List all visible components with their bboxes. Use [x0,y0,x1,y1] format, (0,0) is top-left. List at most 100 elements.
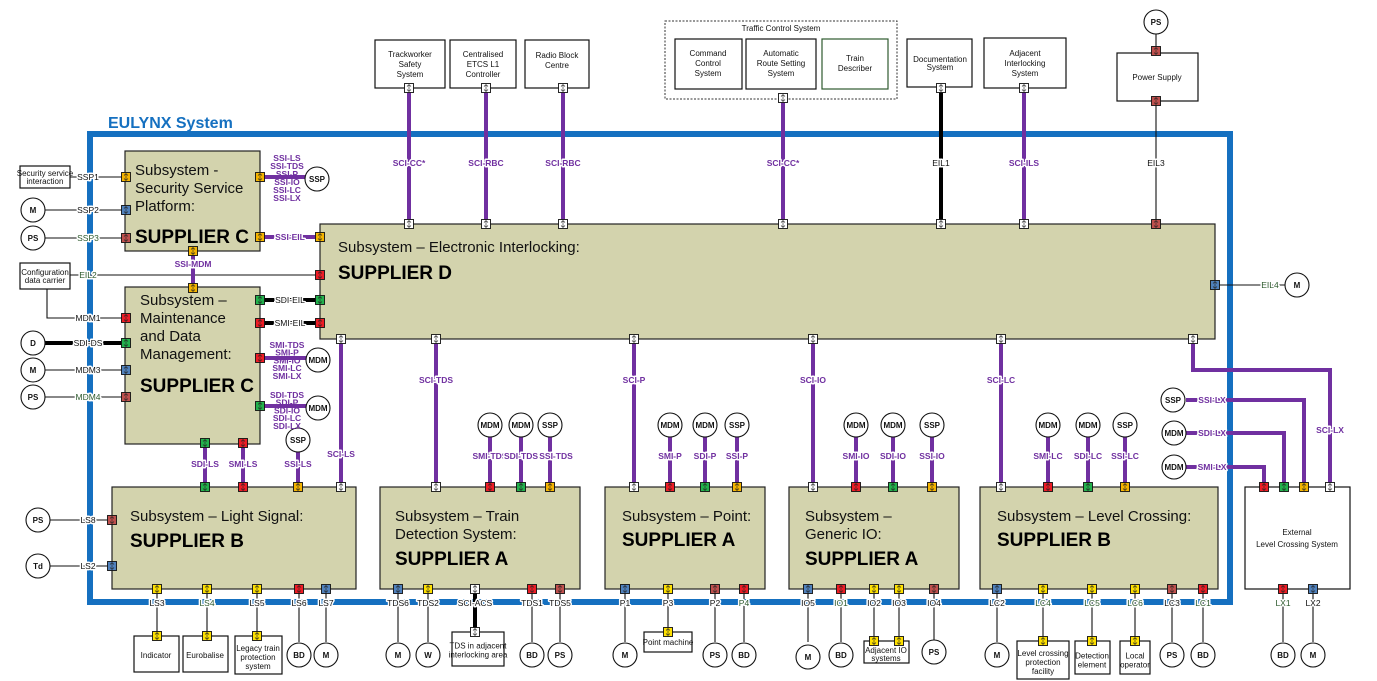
bidirectional-arrow-icon [257,402,263,410]
bidirectional-arrow-icon [741,585,747,593]
interface-label: SCI-RBC [468,158,503,168]
interface-connector [255,172,265,182]
interface-connector [255,232,265,242]
bidirectional-arrow-icon [317,271,323,279]
supplier-name: SUPPLIER C [135,227,249,248]
bidirectional-arrow-icon [712,585,718,593]
interface-connector [252,631,262,641]
interface-connector [1151,46,1161,56]
external-system-label-line: System [1012,69,1039,78]
interface-label: SDI-DS [74,338,103,348]
node-bd-circle [828,642,854,668]
train-describer [821,38,889,90]
bidirectional-arrow-icon [483,220,489,228]
interface-connector [336,482,346,492]
sci-lx-line [1191,339,1332,487]
subsystem-title: Platform: [135,198,195,215]
bidirectional-arrow-icon [317,296,323,304]
node-label: SSP [309,175,326,184]
node-label: PS [710,651,721,660]
interface-label: SSP3 [77,233,99,243]
bidirectional-arrow-icon [938,220,944,228]
external-system-label-line: Level crossing [1017,649,1068,658]
interface-label: IO1 [834,598,848,608]
interface-connector [555,584,565,594]
interface-label: SDI-LX [1198,428,1226,438]
supplier-name: SUPPLIER A [805,549,919,570]
bidirectional-arrow-icon [1085,483,1091,491]
supplier-name: SUPPLIER B [997,530,1111,551]
bidirectional-arrow-icon [202,483,208,491]
subsystem-title: Subsystem – [805,508,892,525]
external-system-label-line: interlocking area [449,651,508,660]
node-ps-circle [1159,642,1185,668]
interface-connector [470,627,480,637]
bidirectional-arrow-icon [240,439,246,447]
bidirectional-arrow-icon [487,483,493,491]
interface-connector [1019,219,1029,229]
bidirectional-arrow-icon [472,585,478,593]
node-bd-circle [731,642,757,668]
interface-connector [470,584,480,594]
interface-connector [121,233,131,243]
ssi-list-item: SSI-TDS [270,161,304,171]
interface-label: SSI-TDS [539,451,573,461]
ssi-list-item: SSI-LS [273,153,301,163]
interface-label: SSI-EIL [275,232,305,242]
bidirectional-arrow-icon [395,585,401,593]
interface-label: LC3 [1164,598,1180,608]
interface-label: P2 [710,598,721,608]
subsystem-title: Subsystem – Train [395,508,519,525]
bidirectional-arrow-icon [240,483,246,491]
bidirectional-arrow-icon [123,234,129,242]
interface-label: LS3 [149,598,164,608]
bidirectional-arrow-icon [154,585,160,593]
external-system-label-line: Security service [17,169,74,178]
interface-connector [121,172,131,182]
external-system-label-line: interaction [27,177,64,186]
interface-label: MDM1 [75,313,100,323]
bidirectional-arrow-icon [896,637,902,645]
interface-connector [121,392,131,402]
node-label: M [805,653,812,662]
interface-label: SSI-LS [284,459,312,469]
sdi-list-item: SDI-LC [273,413,301,423]
interface-label: SDI-LS [191,459,219,469]
security-service-interaction [19,165,71,189]
subsystem-level-crossing [979,486,1219,590]
external-system-label-line: Radio Block [536,51,580,60]
bidirectional-arrow-icon [890,483,896,491]
interface-connector [1167,584,1177,594]
interface-label: P1 [620,598,631,608]
bidirectional-arrow-icon [202,439,208,447]
interface-connector [1308,584,1318,594]
interface-connector [431,482,441,492]
interface-label: SSI-LC [1111,451,1139,461]
bidirectional-arrow-icon [938,84,944,92]
interface-connector [1278,584,1288,594]
external-system-label-line: Control [695,59,721,68]
bidirectional-arrow-icon [433,335,439,343]
node-m-circle [20,357,46,383]
node-label: MDM [883,421,902,430]
external-system-label-line: Command [690,49,727,58]
interface-label: SCI-RBC [545,158,580,168]
interface-connector [558,219,568,229]
node-label: SSP [924,421,941,430]
bidirectional-arrow-icon [1089,585,1095,593]
interface-connector [1279,482,1289,492]
bidirectional-arrow-icon [1327,483,1333,491]
node-label: MDM [308,404,327,413]
interface-connector [393,584,403,594]
bidirectional-arrow-icon [257,354,263,362]
external-system-label-line: Interlocking [1005,59,1046,68]
interface-connector [202,584,212,594]
node-label: M [994,651,1001,660]
bidirectional-arrow-icon [257,233,263,241]
bidirectional-arrow-icon [1301,483,1307,491]
bidirectional-arrow-icon [296,585,302,593]
external-system-label-line: Train [846,54,864,63]
interface-label: SMI-LC [1033,451,1062,461]
interface-connector [700,482,710,492]
smi-list-item: SMI-IO [274,355,301,365]
